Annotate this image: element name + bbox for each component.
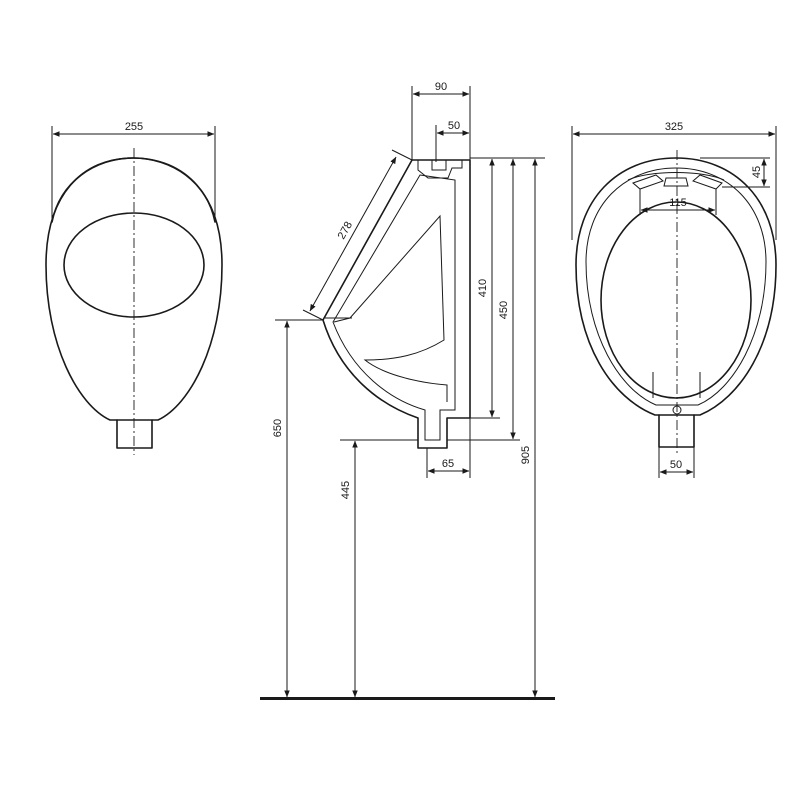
front-rim-arc — [51, 157, 216, 223]
dim445-label: 445 — [340, 481, 352, 499]
dim278-line — [309, 156, 397, 312]
front-outlet-spigot — [116, 419, 153, 449]
back-fixing-slot-center — [663, 177, 689, 187]
front-width-label: 255 — [125, 121, 143, 133]
side-inner-bowl — [332, 174, 456, 441]
dim90-label: 90 — [435, 81, 447, 93]
dim450-label: 450 — [498, 301, 510, 319]
back-fixing-slot-left — [632, 174, 664, 190]
back-view: 325 45 115 50 — [571, 121, 777, 478]
dim650-label: 650 — [272, 419, 284, 437]
dim115-label: 115 — [669, 197, 687, 209]
dim325-label: 325 — [665, 121, 683, 133]
dim45-label: 45 — [751, 166, 763, 178]
back-outlet-spigot — [658, 414, 695, 448]
side-spreader-baffle — [333, 214, 448, 402]
dim278-ext-bottom — [302, 309, 324, 321]
dim410-label: 410 — [477, 279, 489, 297]
back-fixing-slot-right — [692, 174, 723, 190]
back-inner-lines — [652, 372, 701, 398]
dim-back50-label: 50 — [670, 459, 682, 471]
dim50-label: 50 — [448, 120, 460, 132]
back-bowl-opening — [600, 201, 752, 399]
back-body-outline — [575, 157, 777, 416]
front-view: 255 — [45, 121, 223, 455]
side-outer-shell — [322, 159, 471, 449]
dim278-label: 278 — [336, 220, 355, 242]
dim905-label: 905 — [520, 446, 532, 464]
floor-line — [260, 697, 555, 700]
side-view: 90 50 278 410 450 65 650 445 — [260, 81, 555, 700]
dim278-ext-top — [391, 149, 413, 161]
side-inlet-detail — [417, 160, 463, 179]
dim65-label: 65 — [442, 458, 454, 470]
back-top-channel — [627, 172, 725, 181]
